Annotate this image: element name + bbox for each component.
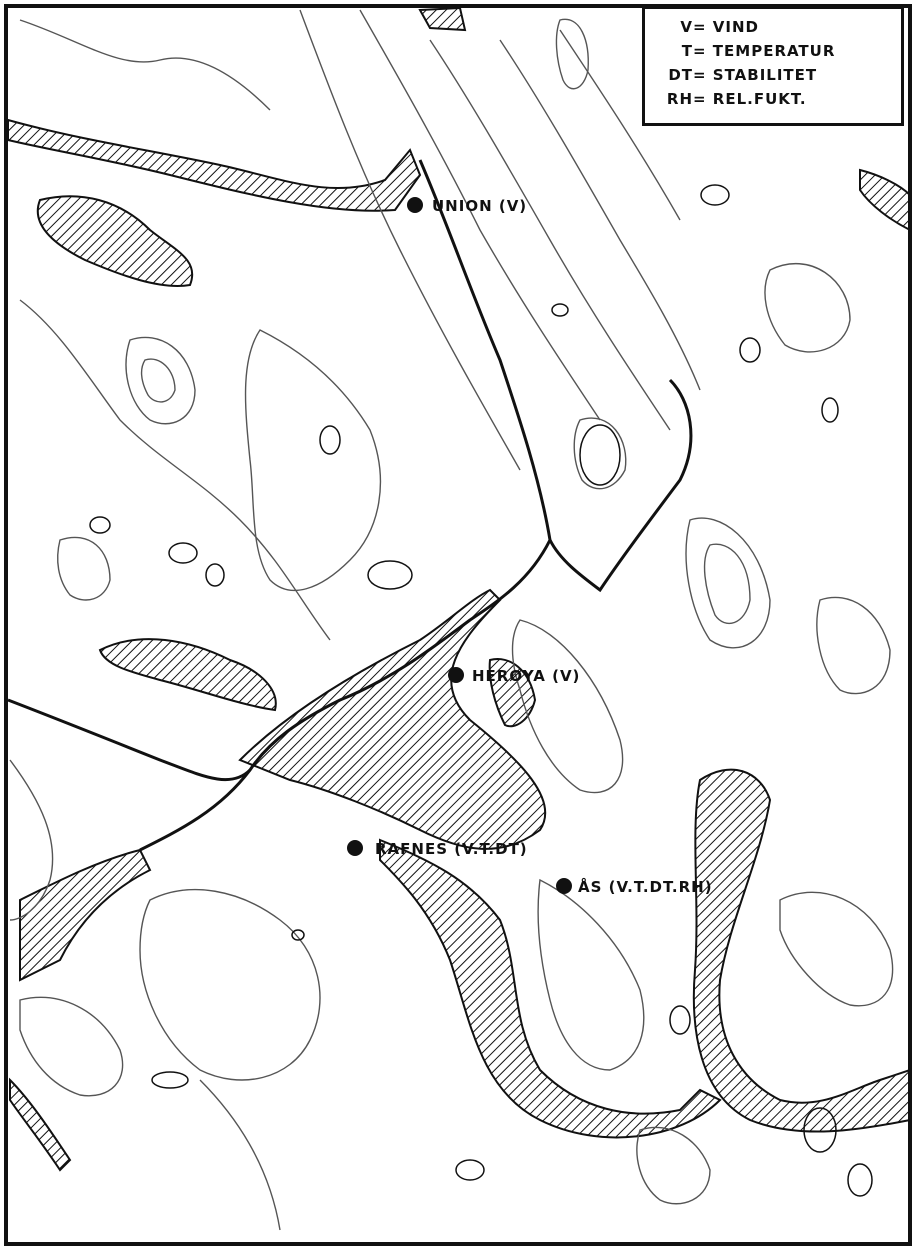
- legend-key: RH: [666, 90, 693, 108]
- stations: UNION (V) HERØYA (V) RAFNES (V.T.DT) ÅS …: [347, 197, 713, 896]
- station-dot-rafnes: [347, 840, 363, 856]
- station-label-rafnes: RAFNES (V.T.DT): [375, 840, 528, 858]
- map-frame: [4, 4, 912, 1246]
- station-label-as: ÅS (V.T.DT.RH): [578, 877, 713, 896]
- contour-lines: [9, 9, 894, 1231]
- legend-row-rh: RH= REL.FUKT.: [655, 87, 891, 111]
- legend-row-dt: DT= STABILITET: [655, 63, 891, 87]
- legend-key: V: [680, 18, 693, 36]
- station-dot-heroya: [448, 667, 464, 683]
- shoreline: [7, 159, 693, 852]
- legend-box: V= VIND T= TEMPERATUR DT= STABILITET RH=…: [642, 6, 904, 126]
- station-label-heroya: HERØYA (V): [472, 667, 580, 685]
- station-dot-union: [407, 197, 423, 213]
- legend-key: DT: [668, 66, 693, 84]
- legend-row-t: T= TEMPERATUR: [655, 39, 891, 63]
- legend-label: REL.FUKT.: [712, 90, 807, 108]
- station-label-union: UNION (V): [432, 197, 527, 215]
- legend-label: TEMPERATUR: [712, 42, 836, 60]
- legend-label: STABILITET: [712, 66, 818, 84]
- hatched-areas: [7, 6, 911, 1172]
- legend-row-v: V= VIND: [655, 15, 891, 39]
- legend-label: VIND: [712, 18, 759, 36]
- station-dot-as: [556, 878, 572, 894]
- legend-key: T: [681, 42, 693, 60]
- small-features: [89, 184, 873, 1197]
